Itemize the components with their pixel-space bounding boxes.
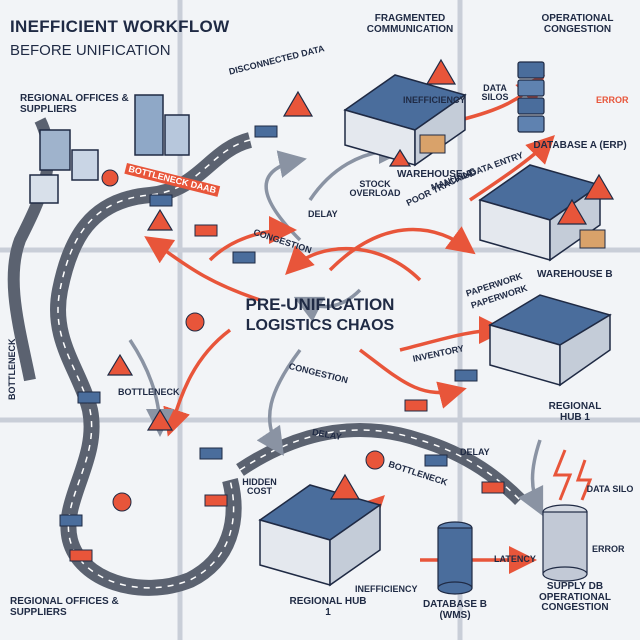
title-line-1: INEFFICIENT WORKFLOW: [10, 17, 230, 36]
center-title-line-1: PRE-UNIFICATION: [245, 295, 395, 314]
regional-hub-1-bottom: [258, 484, 382, 587]
database-b-wms: [437, 521, 473, 595]
label-inefficiency-bottom: INEFFICIENCY: [355, 584, 418, 594]
supply-db: [542, 449, 593, 582]
label-error-right: ERROR: [592, 544, 625, 554]
label-regional-hub-right: REGIONAL HUB 1: [548, 401, 602, 423]
label-inefficiency-top: INEFFICIENCY: [403, 95, 466, 105]
label-regional-hub-bottom: REGIONAL HUB 1: [289, 596, 367, 618]
trucks: [59, 125, 505, 562]
label-data-silos: DATA SILOS: [481, 83, 509, 103]
label-regional-offices-top: REGIONAL OFFICES & SUPPLIERS: [20, 93, 129, 115]
warehouse-a: [343, 74, 467, 167]
regional-hub-1-right: [488, 294, 612, 387]
label-bottleneck-vertical: BOTTLENECK: [7, 338, 17, 401]
label-error-top: ERROR: [596, 95, 629, 105]
label-hidden-cost: HIDDEN COST: [242, 477, 277, 497]
center-title-line-2: LOGISTICS CHAOS: [245, 317, 395, 334]
label-database-a: DATABASE A (ERP): [533, 140, 627, 151]
label-data-silo-right: DATA SILO: [586, 484, 634, 494]
label-regional-offices-bottom: REGIONAL OFFICES & SUPPLIERS: [10, 596, 119, 618]
label-delay-right: DELAY: [460, 447, 490, 457]
label-operational-congestion-top: OPERATIONAL CONGESTION: [541, 13, 614, 35]
label-fragmented-communication: FRAGMENTED COMMUNICATION: [366, 13, 454, 35]
label-stock-overload: STOCK OVERLOAD: [349, 179, 401, 199]
database-a-erp: [517, 61, 545, 133]
label-warehouse-a: WAREHOUSE A: [397, 169, 473, 180]
stop-signs: [101, 169, 385, 512]
label-supply-db: SUPPLY DB OPERATIONAL CONGESTION: [538, 581, 612, 613]
label-delay-top: DELAY: [308, 209, 338, 219]
warning-icons: [106, 58, 615, 500]
label-database-b: DATABASE B (WMS): [422, 599, 488, 621]
chaos-arrows: [128, 75, 555, 574]
label-latency: LATENCY: [494, 554, 536, 564]
regional-offices-buildings: [29, 94, 190, 204]
label-warehouse-b: WAREHOUSE B: [537, 269, 613, 280]
title-line-2: BEFORE UNIFICATION: [10, 42, 171, 59]
label-bottleneck-left: BOTTLENECK: [118, 387, 180, 397]
